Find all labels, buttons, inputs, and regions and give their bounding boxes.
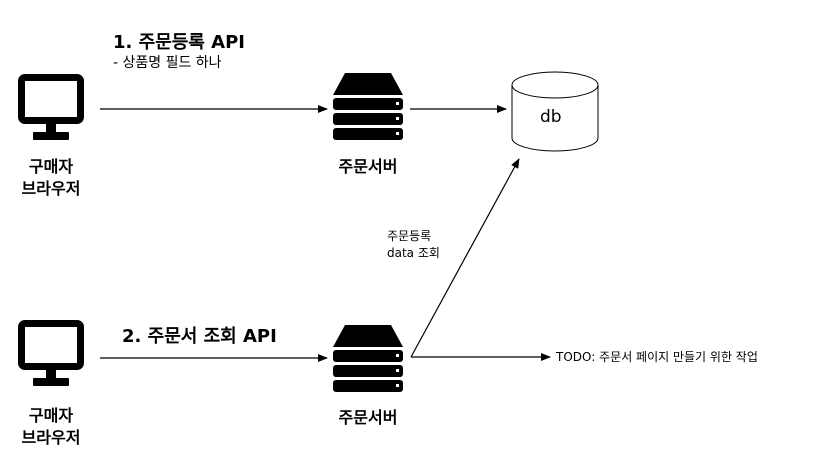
query-note-line1: 주문등록 bbox=[387, 229, 432, 243]
database-icon bbox=[511, 71, 599, 152]
server-label: 주문서버 bbox=[338, 408, 398, 427]
todo-note: TODO: 주문서 페이지 만들기 위한 작업 bbox=[556, 350, 758, 364]
arrow-server2-to-db bbox=[410, 158, 520, 358]
client-label-line1: 구매자 bbox=[28, 157, 74, 176]
monitor-icon bbox=[18, 74, 84, 140]
server-icon bbox=[333, 325, 403, 392]
client-label-line2: 브라우저 bbox=[21, 179, 81, 198]
client-label-line1: 구매자 bbox=[28, 406, 74, 425]
server-label: 주문서버 bbox=[338, 157, 398, 176]
query-note: 주문등록 data 조회 bbox=[387, 228, 440, 262]
client-label-line2: 브라우저 bbox=[21, 428, 81, 447]
client-label: 구매자 브라우저 bbox=[20, 156, 82, 200]
step2-title: 2. 주문서 조회 API bbox=[122, 326, 277, 347]
step1-subtitle: - 상품명 필드 하나 bbox=[113, 55, 222, 71]
client-label: 구매자 브라우저 bbox=[20, 405, 82, 449]
step1-title: 1. 주문등록 API bbox=[113, 32, 245, 53]
server-icon bbox=[333, 73, 403, 140]
monitor-icon bbox=[18, 320, 84, 386]
db-label: db bbox=[540, 107, 562, 127]
query-note-line2: data 조회 bbox=[387, 246, 440, 260]
